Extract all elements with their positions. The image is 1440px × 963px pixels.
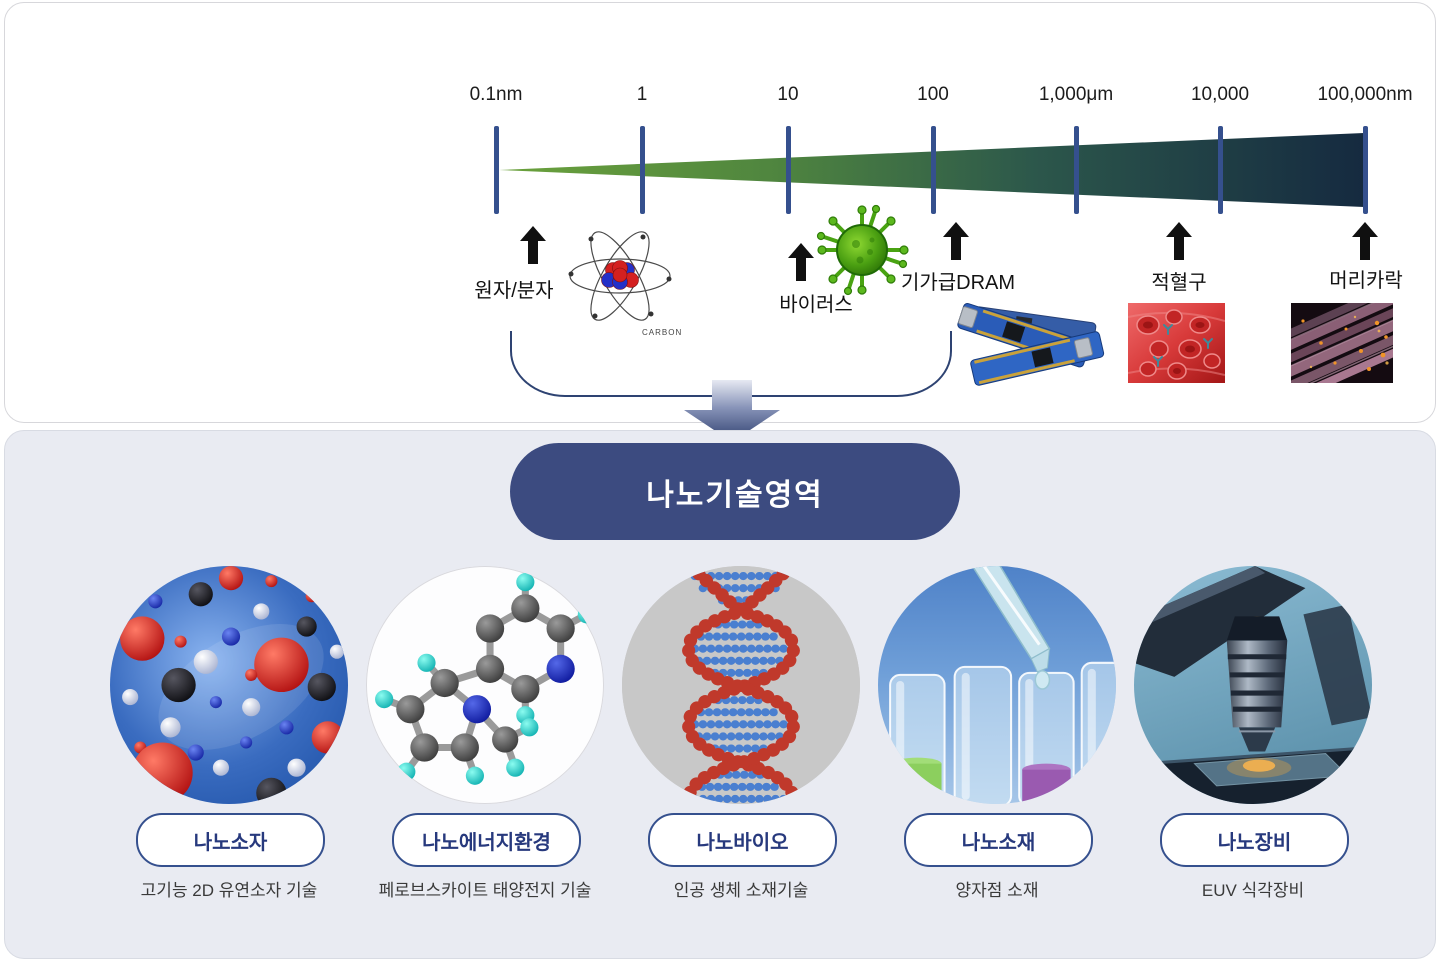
marker-label-hair: 머리카락 — [1329, 270, 1403, 292]
marker-label-blood: 적혈구 — [1151, 272, 1207, 294]
category-description: 페로브스카이트 태양전지 기술 — [378, 881, 592, 900]
category-description: 인공 생체 소재기술 — [673, 881, 809, 900]
category-button-nano-material[interactable]: 나노소재 — [904, 813, 1093, 867]
scale-tick — [1363, 126, 1368, 214]
category-image-molecular-model — [366, 566, 604, 804]
category-button-label: 나노소재 — [961, 831, 1036, 854]
up-arrow-icon — [1352, 222, 1378, 260]
scale-tick — [931, 126, 936, 214]
tick-label: 100,000nm — [1317, 84, 1413, 105]
category-description: 고기능 2D 유연소자 기술 — [140, 881, 318, 900]
scale-tick — [1074, 126, 1079, 214]
tick-label: 1 — [636, 84, 648, 105]
marker-label-dram: 기가급DRAM — [900, 272, 1016, 294]
scale-tick — [786, 126, 791, 214]
tick-label: 1,000μm — [1038, 84, 1114, 105]
up-arrow-icon — [943, 222, 969, 260]
scale-tick — [640, 126, 645, 214]
up-arrow-icon — [1166, 222, 1192, 260]
up-arrow-icon — [520, 226, 546, 264]
category-button-nano-equipment[interactable]: 나노장비 — [1160, 813, 1349, 867]
category-button-label: 나노장비 — [1217, 831, 1292, 854]
up-arrow-icon — [788, 243, 814, 281]
dram-boards-image — [957, 302, 1105, 386]
carbon-atom-image — [568, 231, 672, 321]
category-button-label: 나노소자 — [193, 831, 268, 854]
category-button-nano-energy[interactable]: 나노에너지환경 — [392, 813, 581, 867]
nano-domain-banner: 나노기술영역 — [510, 443, 960, 540]
tick-label: 100 — [917, 84, 949, 105]
virus-image — [816, 204, 909, 296]
category-image-microscope — [1134, 566, 1372, 804]
marker-label-atom: 원자/분자 — [474, 280, 554, 302]
tick-label: 10,000 — [1190, 84, 1250, 105]
marker-label-virus: 바이러스 — [779, 294, 853, 316]
nano-domain-banner-label: 나노기술영역 — [646, 478, 824, 512]
scale-tick — [494, 126, 499, 214]
category-button-nano-device[interactable]: 나노소자 — [136, 813, 325, 867]
category-description: EUV 식각장비 — [1201, 881, 1305, 900]
tick-label: 0.1nm — [469, 84, 523, 105]
category-button-label: 나노에너지환경 — [422, 831, 551, 854]
tick-label: 10 — [777, 84, 799, 105]
category-button-label: 나노바이오 — [696, 831, 789, 854]
category-image-molecules — [110, 566, 348, 804]
category-image-test-tubes — [878, 566, 1116, 804]
category-button-nano-bio[interactable]: 나노바이오 — [648, 813, 837, 867]
red-blood-cells-image — [1128, 303, 1225, 383]
scale-tick — [1218, 126, 1223, 214]
hair-strands-image — [1291, 303, 1393, 383]
carbon-caption: CARBON — [642, 328, 683, 337]
category-image-dna — [622, 566, 860, 804]
down-arrow-icon — [684, 380, 780, 442]
category-description: 양자점 소재 — [955, 881, 1039, 900]
